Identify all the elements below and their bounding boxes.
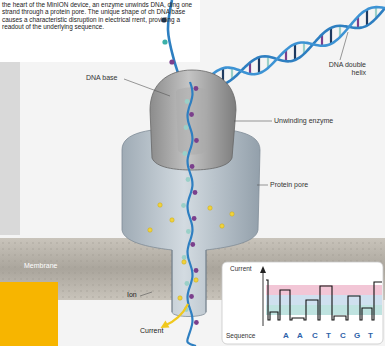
axis-label: Sequence: [226, 332, 262, 339]
base-letter: G: [354, 331, 364, 340]
base-letter: T: [326, 331, 336, 340]
part-label: Protein pore: [270, 181, 330, 189]
accent-square: [0, 282, 58, 346]
base-letter: C: [312, 331, 322, 340]
base-letter: C: [340, 331, 350, 340]
text-panel: [0, 0, 200, 62]
description-text: the heart of the MinION device, an enzym…: [2, 1, 198, 30]
unwinding-enzyme: [150, 70, 236, 170]
current-trace-inset: [222, 262, 383, 344]
base-letter: A: [283, 331, 293, 340]
leader-lines: [124, 32, 348, 296]
part-label: DNA base: [86, 74, 126, 82]
axis-label: Current: [230, 265, 260, 272]
current-arrow: [164, 304, 188, 326]
base-letter: T: [368, 331, 378, 340]
region-label: Membrane: [24, 262, 74, 270]
single-strand: [181, 82, 199, 346]
base-letter: A: [297, 331, 307, 340]
ions: [148, 203, 234, 300]
part-label: Ion: [127, 291, 141, 299]
part-label: Current: [140, 327, 170, 335]
part-label: Unwinding enzyme: [274, 117, 344, 125]
part-label: DNA double helix: [322, 61, 366, 77]
